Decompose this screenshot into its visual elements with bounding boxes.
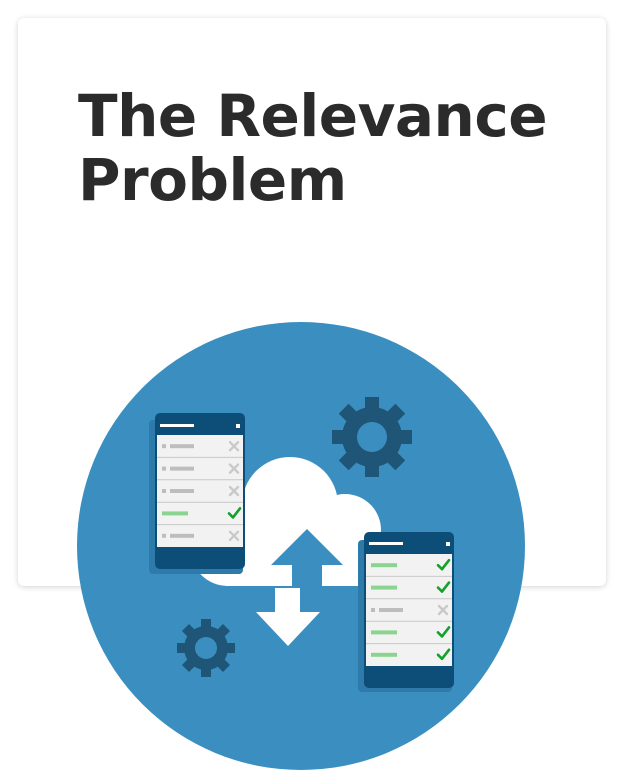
- device-row: [157, 501, 243, 519]
- small-gear-icon: [177, 619, 235, 677]
- check-icon: [436, 626, 451, 638]
- cross-icon: [437, 604, 449, 616]
- check-icon: [436, 558, 451, 571]
- device-row: [157, 456, 243, 474]
- check-icon: [436, 648, 451, 661]
- device-row: [162, 441, 240, 452]
- device-row: [366, 620, 452, 638]
- device-row: [157, 524, 243, 541]
- left-device: [149, 413, 245, 574]
- check-icon: [227, 507, 242, 519]
- title-line-1: The Relevance: [78, 82, 548, 150]
- device-row: [366, 643, 452, 661]
- right-device: [358, 532, 454, 692]
- page-title: The Relevance Problem: [78, 82, 548, 214]
- device-row: [157, 479, 243, 497]
- device-row: [366, 598, 452, 616]
- device-row: [366, 575, 452, 593]
- cross-icon: [228, 485, 240, 497]
- download-arrow-icon: [256, 588, 320, 646]
- cross-icon: [228, 463, 240, 474]
- device-row: [371, 558, 451, 571]
- title-line-2: Problem: [78, 146, 347, 214]
- large-gear-icon: [332, 397, 412, 477]
- cross-icon: [228, 441, 240, 452]
- upload-arrow-icon: [271, 529, 343, 591]
- cross-icon: [228, 530, 240, 541]
- check-icon: [436, 581, 451, 593]
